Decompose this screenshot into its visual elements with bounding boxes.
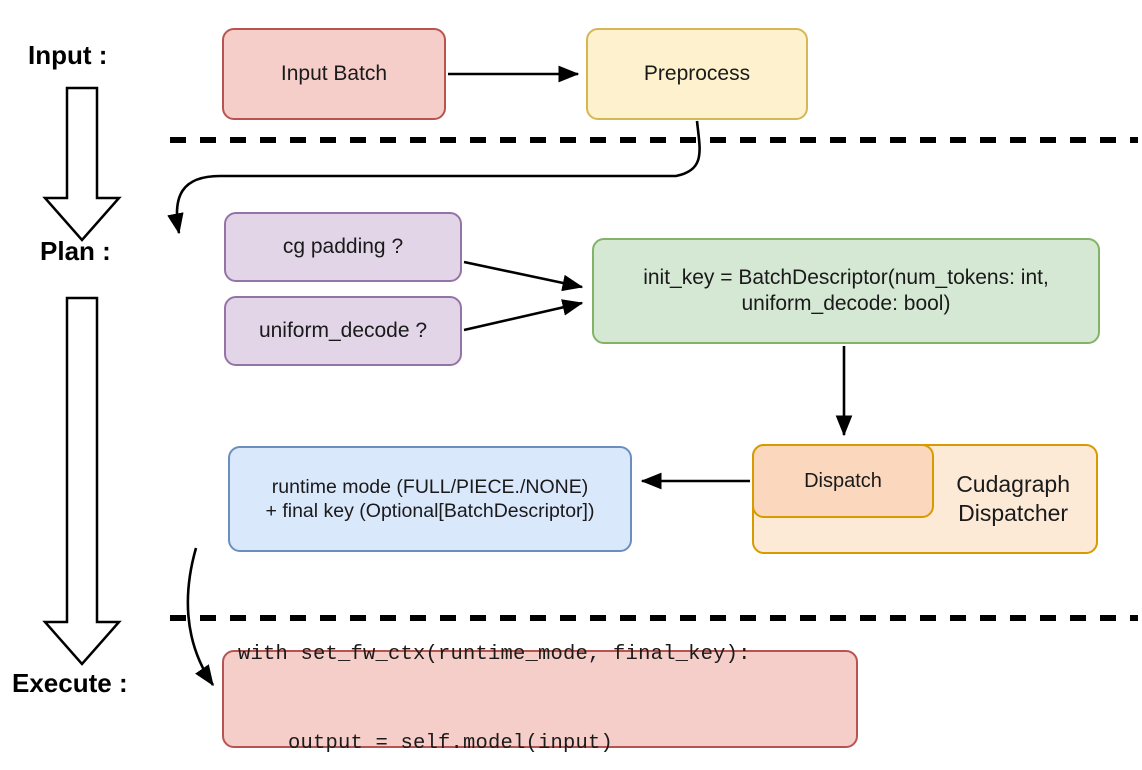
node-exec-code-line1: with set_fw_ctx(runtime_mode, final_key)… — [238, 642, 751, 666]
node-preprocess[interactable]: Preprocess — [586, 28, 808, 120]
node-uniform-decode-label: uniform_decode ? — [258, 318, 428, 342]
edge-runtime-mode-to-exec-code — [186, 547, 215, 687]
node-dispatch[interactable]: Dispatch — [752, 444, 934, 518]
node-runtime-mode-line1: runtime mode (FULL/PIECE./NONE) — [271, 475, 589, 498]
node-cudagraph-dispatcher-line2: Dispatcher — [958, 500, 1069, 526]
node-init-key-text: init_key = BatchDescriptor(num_tokens: i… — [643, 265, 1049, 318]
node-init-key-line2: uniform_decode: bool) — [741, 292, 951, 315]
node-cg-padding[interactable]: cg padding ? — [224, 212, 462, 282]
node-cg-padding-label: cg padding ? — [282, 234, 404, 258]
node-input-batch[interactable]: Input Batch — [222, 28, 446, 120]
node-runtime-mode-line2: + final key (Optional[BatchDescriptor]) — [265, 500, 595, 522]
stage-label-execute: Execute : — [12, 668, 128, 698]
edge-cg-padding-to-init-key — [463, 260, 584, 292]
stage-label-input: Input : — [28, 40, 108, 70]
input-to-plan-arrow — [42, 86, 122, 242]
node-cudagraph-dispatcher-line1: Cudagraph — [956, 471, 1070, 498]
node-exec-code-line2: output = self.model(input) — [238, 731, 614, 755]
edge-uniform-decode-to-init-key — [463, 299, 584, 332]
node-exec-code-text: with set_fw_ctx(runtime_mode, final_key)… — [238, 580, 751, 770]
node-runtime-mode-text: runtime mode (FULL/PIECE./NONE) + final … — [266, 475, 595, 524]
node-cudagraph-dispatcher-text: Cudagraph Dispatcher — [956, 470, 1070, 528]
node-dispatch-label: Dispatch — [804, 469, 882, 492]
node-exec-code[interactable]: with set_fw_ctx(runtime_mode, final_key)… — [222, 643, 858, 755]
stage-label-plan: Plan : — [40, 236, 111, 266]
node-runtime-mode[interactable]: runtime mode (FULL/PIECE./NONE) + final … — [228, 446, 632, 552]
node-init-key-line1: init_key = BatchDescriptor(num_tokens: i… — [643, 265, 1049, 289]
plan-to-execute-arrow — [42, 296, 122, 666]
node-init-key[interactable]: init_key = BatchDescriptor(num_tokens: i… — [592, 238, 1100, 344]
node-preprocess-label: Preprocess — [643, 61, 751, 85]
node-uniform-decode[interactable]: uniform_decode ? — [224, 296, 462, 366]
node-input-batch-label: Input Batch — [280, 61, 388, 85]
